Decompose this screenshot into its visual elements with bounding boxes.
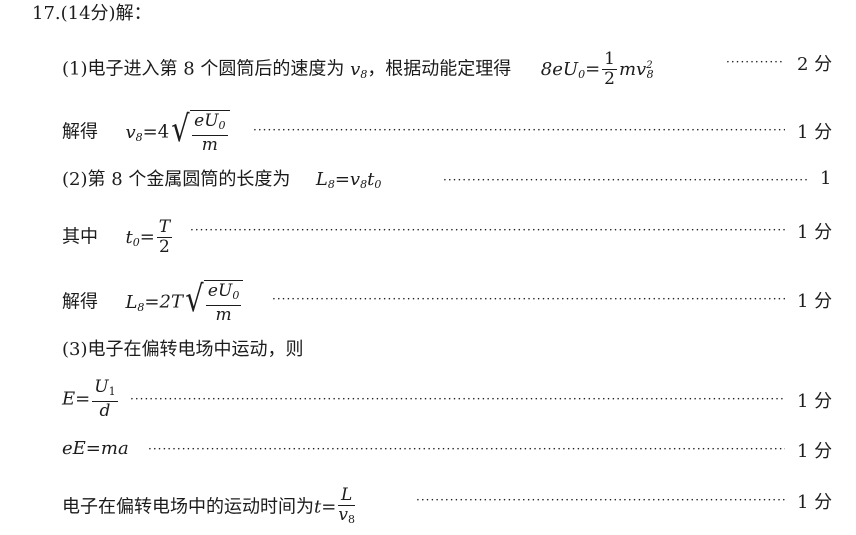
eq4-equals: =: [139, 226, 155, 248]
solve1-text: 解得: [62, 121, 98, 143]
dot-leader-7: ········································…: [130, 392, 785, 406]
part1-intro-text: (1)电子进入第 8 个圆筒后的速度为: [62, 58, 345, 80]
time-label-text: 电子在偏转电场中的运动时间为: [62, 496, 314, 518]
eq1-equals: =: [585, 58, 601, 80]
eq2-lhs: v8: [125, 121, 143, 144]
t-equals: t=: [314, 496, 337, 518]
solve2-text: 解得: [62, 291, 98, 313]
dot-leader-2: ········································…: [253, 123, 785, 137]
eE-equation: eE=ma: [62, 438, 129, 459]
dot-leader-3: ········································…: [443, 173, 809, 187]
line-8: eE=ma: [62, 437, 856, 461]
score-7: 1 分: [797, 391, 833, 412]
eq5-lhs: L8: [125, 291, 145, 314]
radical-sign: √: [171, 109, 190, 150]
radical-sign-2: √: [185, 279, 204, 320]
dot-leader-5: ········································…: [272, 292, 785, 306]
dot-leader-4: ········································…: [190, 223, 785, 237]
line-6: (3)电子在偏转电场中运动，则: [62, 338, 856, 362]
E-lhs: E=: [62, 388, 91, 410]
dot-leader-9: ········································…: [416, 493, 785, 507]
question-header: 17.(14分)解：: [32, 2, 856, 26]
part1-mid-text: ，根据动能定理得: [367, 58, 512, 80]
score-8: 1 分: [797, 441, 833, 462]
score-4: 1 分: [797, 222, 833, 243]
dot-leader-1: ········································…: [726, 55, 784, 69]
question-number-label: 17.(14分)解：: [32, 3, 152, 24]
eq3-rhs: =v8t0: [334, 169, 382, 191]
eq4-lhs: t0: [125, 226, 140, 249]
v8-symbol: v8: [350, 58, 368, 81]
score-5: 1 分: [797, 291, 833, 312]
part2-intro-text: (2)第 8 个金属圆筒的长度为: [62, 169, 291, 190]
eq2-coef: =4: [142, 121, 170, 143]
eq1-lhs: 8eU0: [540, 58, 586, 81]
score-3: 1: [820, 168, 832, 189]
score-1: 2 分: [797, 54, 833, 75]
part3-intro-text: (3)电子在偏转电场中运动，则: [62, 339, 304, 360]
dot-leader-8: ········································…: [148, 442, 785, 456]
line-3: (2)第 8 个金属圆筒的长度为 L8=v8t0: [62, 168, 856, 197]
score-9: 1 分: [797, 492, 833, 513]
where-text: 其中: [62, 226, 98, 248]
eq5-coef: =2T: [144, 291, 183, 313]
mv-squared: mv28: [618, 58, 654, 81]
eq3-lhs: L8: [315, 169, 335, 191]
score-2: 1 分: [797, 122, 833, 143]
